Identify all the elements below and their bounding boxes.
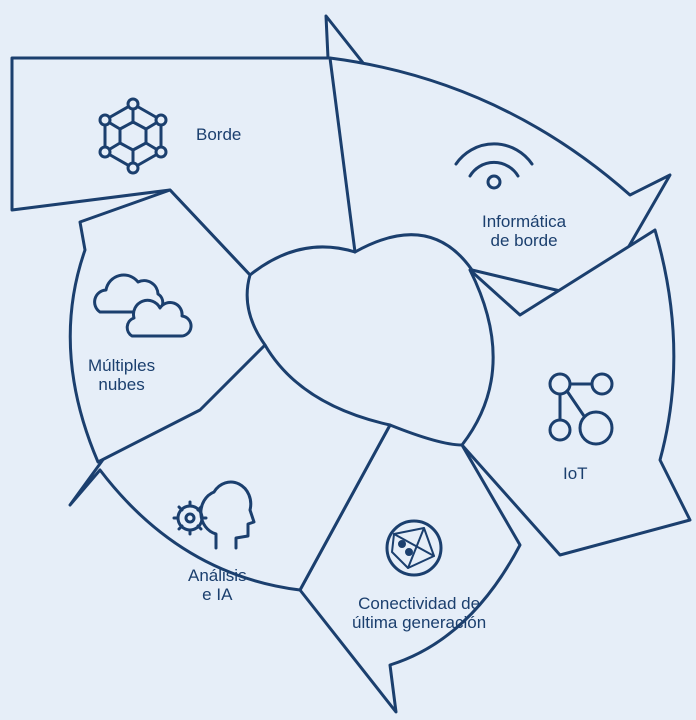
label-line: Conectividad de bbox=[358, 594, 481, 613]
label-line: IoT bbox=[563, 464, 588, 483]
label-line: Múltiples bbox=[88, 356, 156, 375]
label-line: última generación bbox=[352, 613, 487, 632]
arrow-segment-connectivity bbox=[298, 423, 522, 714]
clouds-icon bbox=[93, 273, 193, 338]
head-gear-icon bbox=[172, 480, 256, 550]
cube-network-icon bbox=[98, 97, 168, 175]
iot-nodes-icon bbox=[548, 372, 614, 446]
label-borde: Borde bbox=[196, 125, 241, 144]
label-line: de borde bbox=[490, 231, 558, 250]
wifi-icon bbox=[454, 142, 534, 190]
arrow-segment-iot bbox=[460, 228, 692, 557]
label-line: e IA bbox=[202, 585, 233, 604]
label-line: Borde bbox=[196, 125, 242, 144]
label-line: Análisis bbox=[188, 566, 247, 585]
label-iot: IoT bbox=[563, 464, 588, 483]
globe-network-icon bbox=[385, 519, 443, 577]
label-line: Informática bbox=[482, 212, 567, 231]
label-line: nubes bbox=[98, 375, 145, 394]
